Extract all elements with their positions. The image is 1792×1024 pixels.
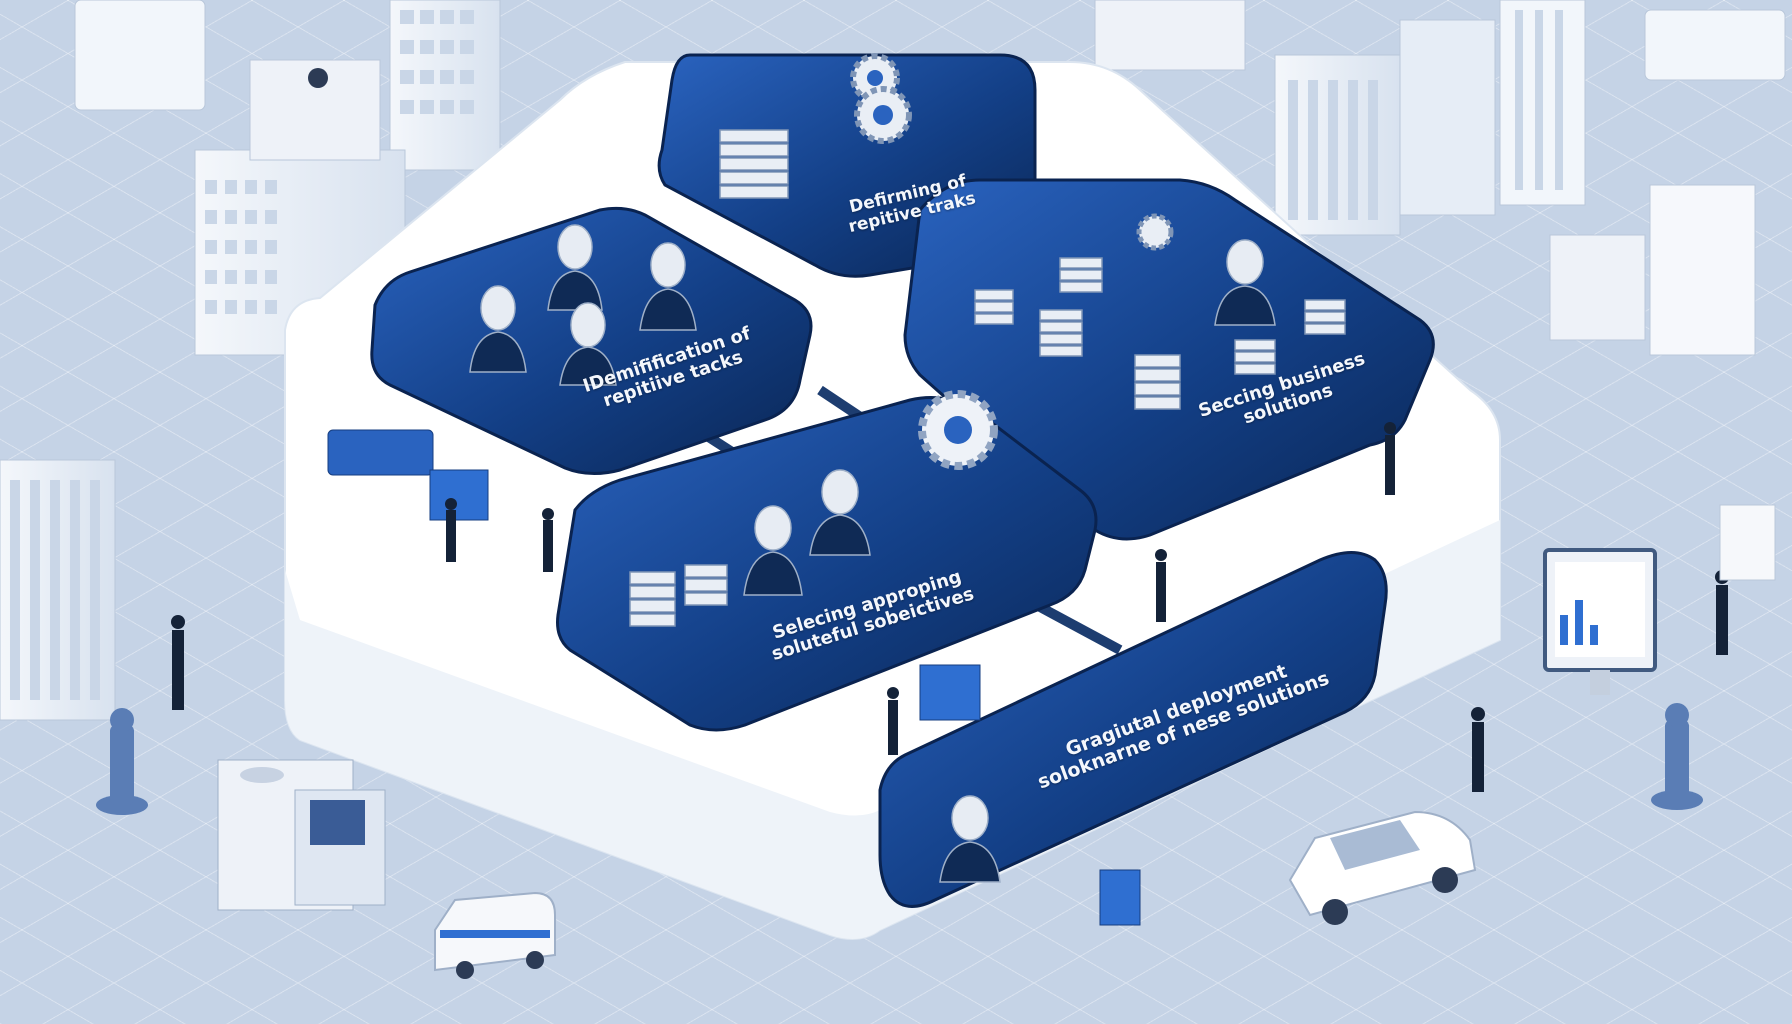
server-stack-icon [629, 571, 676, 627]
server-stack-icon [1304, 299, 1346, 335]
gear-icon [1136, 213, 1174, 251]
whiteboard-icon [1719, 504, 1776, 581]
gear-icon [918, 390, 998, 470]
robot-arm-icon [1651, 703, 1703, 810]
building-icon [0, 459, 116, 721]
building-icon [1094, 0, 1786, 356]
robot-arm-icon [96, 708, 148, 815]
van-icon [434, 891, 556, 979]
document-stack-icon [74, 0, 206, 111]
cube-icon [327, 429, 1141, 926]
server-stack-icon [719, 129, 789, 199]
building-icon [389, 0, 501, 171]
machine-icon [217, 759, 386, 911]
person-icon [559, 302, 617, 386]
gear-icon [854, 86, 912, 144]
person-icon [639, 242, 697, 331]
building-icon [1274, 0, 1586, 236]
server-stack-icon [1039, 309, 1083, 357]
person-icon [1214, 239, 1276, 326]
person-icon [469, 285, 527, 373]
server-stack-icon [684, 564, 728, 606]
person-icon [743, 505, 803, 596]
person-icon [547, 224, 603, 311]
person-icon [809, 469, 871, 556]
car-icon [1288, 810, 1477, 925]
person-icon [171, 422, 1729, 792]
panel-gradual-deployment [878, 551, 1388, 908]
person-icon [939, 795, 1001, 883]
server-stack-icon [1059, 257, 1103, 293]
server-stack-icon [1234, 339, 1276, 375]
panel-selecting-appropriate [556, 396, 1098, 732]
server-stack-icon [1134, 354, 1181, 410]
monitor-icon [1543, 548, 1657, 695]
server-stack-icon [974, 289, 1014, 325]
